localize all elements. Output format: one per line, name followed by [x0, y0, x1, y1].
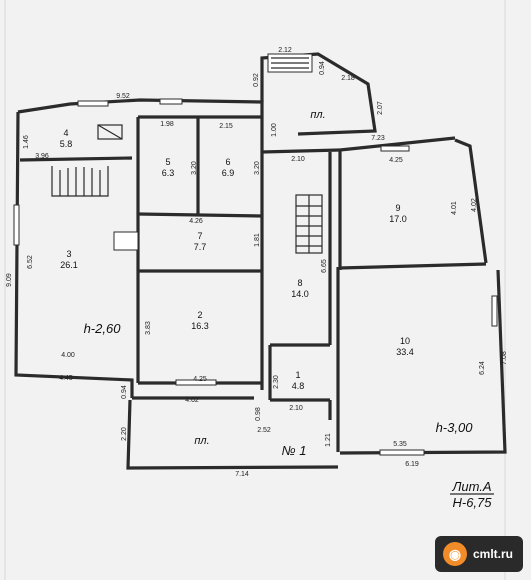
dim-label: 3.20	[254, 161, 261, 175]
dim-label: 9.09	[6, 273, 13, 287]
dim-label: 2.52	[257, 427, 271, 434]
dim-label: 1.00	[271, 123, 278, 137]
dim-label: 2.10	[291, 156, 305, 163]
room-10-number: 10	[400, 336, 410, 346]
stairs	[51, 124, 323, 254]
room-1-number: 1	[295, 370, 300, 380]
dim-label: 6.24	[479, 361, 486, 375]
dim-label: 1.81	[254, 233, 261, 247]
dim-label: 2.18	[341, 75, 355, 82]
room-3-area: 26.1	[60, 260, 78, 270]
camera-icon: ◉	[442, 542, 467, 566]
entrance-number: № 1	[282, 443, 307, 458]
dim-label: 6.65	[321, 259, 328, 273]
terrace-label-top: пл.	[310, 109, 325, 121]
dim-label: 2.20	[121, 427, 128, 441]
room-4-area: 5.8	[60, 139, 73, 149]
room-6-number: 6	[225, 157, 230, 167]
plan-text: пл. пл. h-2,60 h-3,00 № 1 Лит.А Н-6,75	[84, 109, 494, 510]
room-2-number: 2	[197, 310, 202, 320]
room-7-area: 7.7	[194, 242, 207, 252]
room-7-number: 7	[197, 231, 202, 241]
ceiling-height-left: h-2,60	[84, 321, 122, 336]
dim-label: 0.92	[253, 73, 260, 87]
dim-label: 2.10	[289, 405, 303, 412]
litera-label: Лит.А	[451, 479, 491, 494]
room-2-area: 16.3	[191, 321, 209, 331]
terrace-label-bottom: пл.	[194, 435, 209, 447]
room-4-number: 4	[63, 128, 68, 138]
dim-label: 1.21	[325, 433, 332, 447]
dim-label: 4.45	[59, 375, 73, 382]
dim-label: 5.35	[393, 441, 407, 448]
ceiling-height-right: h-3,00	[436, 420, 474, 435]
room-3-number: 3	[66, 249, 71, 259]
dim-label: 4.26	[189, 218, 203, 225]
room-1-area: 4.8	[292, 381, 305, 391]
dim-label: 2.15	[219, 123, 233, 130]
dim-label: 3.20	[191, 161, 198, 175]
room-5-number: 5	[165, 157, 170, 167]
dim-label: 7.23	[371, 135, 385, 142]
dim-label: 7.08	[501, 351, 508, 365]
dim-label: 1.46	[23, 135, 30, 149]
dim-label: 3.83	[145, 321, 152, 335]
dim-label: 7.14	[235, 471, 249, 478]
dim-label: 4.62	[185, 397, 199, 404]
dim-label: 2.07	[377, 101, 384, 115]
room-9-area: 17.0	[389, 214, 407, 224]
dim-label: 3.96	[35, 153, 49, 160]
dim-label: 2.30	[273, 375, 280, 389]
dim-label: 4.00	[61, 352, 75, 359]
dim-label: 9.52	[116, 93, 130, 100]
room-labels: 1 4.8 2 16.3 3 26.1 4 5.8 5 6.3 6 6.9 7 …	[60, 128, 414, 391]
dim-label: 1.98	[160, 121, 174, 128]
dim-label: 4.02	[471, 198, 478, 212]
dimension-labels: 2.12 0.92 0.94 2.18 2.07 9.52 1.98 2.15 …	[6, 47, 508, 478]
dim-label: 2.12	[278, 47, 292, 54]
terrace-top	[260, 52, 377, 136]
dim-label: 6.52	[27, 255, 34, 269]
room-9-number: 9	[395, 203, 400, 213]
watermark-text: cmlt.ru	[472, 547, 513, 561]
dim-label: 0.94	[319, 61, 326, 75]
interior-walls	[19, 115, 487, 420]
windows	[13, 98, 498, 456]
dim-label: 4.25	[193, 376, 207, 383]
dim-label: 0.94	[121, 385, 128, 399]
dim-label: 6.19	[405, 461, 419, 468]
room-8-area: 14.0	[291, 289, 309, 299]
watermark: ◉ cmlt.ru	[434, 536, 523, 572]
dim-label: 0.98	[255, 407, 262, 421]
room-8-number: 8	[297, 278, 302, 288]
dim-label: 4.01	[451, 201, 458, 215]
room-6-area: 6.9	[222, 168, 235, 178]
building-height: Н-6,75	[452, 495, 492, 510]
room-5-area: 6.3	[162, 168, 175, 178]
dim-label: 4.25	[389, 157, 403, 164]
room-10-area: 33.4	[396, 347, 414, 357]
